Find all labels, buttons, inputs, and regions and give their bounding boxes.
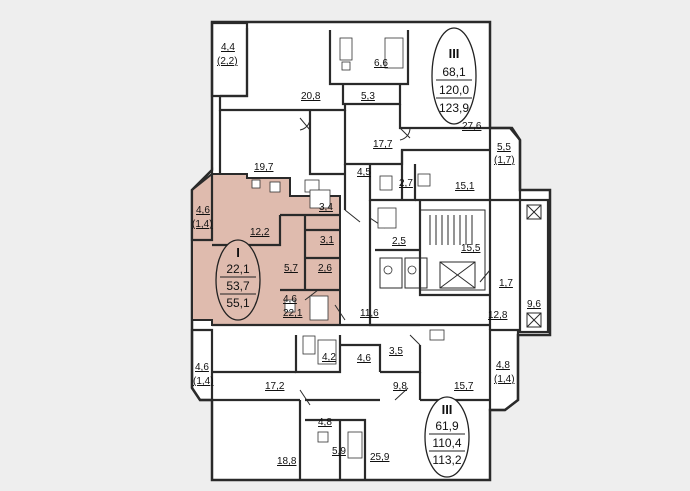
room-area-label: 5,9 <box>332 446 346 457</box>
room-area-label: 12,2 <box>250 227 270 238</box>
apartment-total-area-with-balcony: 55,1 <box>226 296 250 310</box>
room-area-label: 3,4 <box>319 202 333 213</box>
stair-and-elevator-core <box>379 204 542 328</box>
room-area-label: (1,7) <box>494 155 515 166</box>
apartment-summary-a: III 68,1 120,0 123,9 <box>431 27 477 125</box>
room-area-label: 5,7 <box>284 263 298 274</box>
room-area-label: 2,6 <box>318 263 332 274</box>
apartment-living-area: 61,9 <box>435 419 459 433</box>
room-area-label: (1,4) <box>192 219 213 230</box>
balconies <box>190 21 550 412</box>
room-area-label: 11,6 <box>360 308 379 319</box>
room-area-label: 2,5 <box>392 236 406 247</box>
room-area-label: (2,2) <box>217 56 238 67</box>
room-area-label: 15,1 <box>455 181 475 192</box>
room-area-label: 25,9 <box>370 452 390 463</box>
room-area-label: 17,7 <box>373 139 393 150</box>
apartment-total-area: 53,7 <box>226 279 250 293</box>
room-area-label: 5,3 <box>361 91 375 102</box>
apartment-total-area-with-balcony: 113,2 <box>432 453 461 467</box>
room-area-labels: 4,4 (2,2) 6,6 20,8 5,3 27,6 17,7 5,5 (1,… <box>192 42 541 467</box>
room-area-label: (1,4) <box>193 376 214 387</box>
apartment-total-area-with-balcony: 123,9 <box>439 101 469 115</box>
room-area-label: 4,6 <box>196 205 210 216</box>
apartment-total-area: 110,4 <box>432 436 461 450</box>
apartment-rooms: III <box>449 46 460 61</box>
stair-steps <box>429 215 473 245</box>
room-area-label: 4,8 <box>318 417 332 428</box>
room-area-label: 19,7 <box>254 162 274 173</box>
room-area-label: 5,5 <box>497 142 511 153</box>
bathroom-fixtures <box>251 37 445 459</box>
room-area-label: (1,4) <box>494 374 515 385</box>
interior-walls <box>212 28 492 480</box>
room-area-label: 22,1 <box>283 308 303 319</box>
room-area-label: 3,5 <box>389 346 403 357</box>
room-area-label: 1,7 <box>499 278 513 289</box>
apartment-summary-c: III 61,9 110,4 113,2 <box>424 396 470 478</box>
room-area-label: 4,4 <box>221 42 235 53</box>
room-area-label: 4,6 <box>195 362 209 373</box>
room-area-label: 20,8 <box>301 91 321 102</box>
room-area-label: 4,6 <box>283 294 297 305</box>
room-area-label: 9,8 <box>393 381 407 392</box>
room-area-label: 4,6 <box>357 353 371 364</box>
room-area-label: 4,8 <box>496 360 510 371</box>
room-area-label: 27,6 <box>462 121 482 132</box>
room-area-label: 4,5 <box>357 167 371 178</box>
room-area-label: 3,1 <box>320 235 334 246</box>
room-area-label: 2,7 <box>399 178 413 189</box>
apartment-living-area: 22,1 <box>226 262 250 276</box>
room-area-label: 4,2 <box>322 352 336 363</box>
apartment-total-area: 120,0 <box>439 83 469 97</box>
room-area-label: 6,6 <box>374 58 388 69</box>
room-area-label: 18,8 <box>277 456 297 467</box>
room-area-label: 12,8 <box>488 310 508 321</box>
apartment-rooms: I <box>236 245 240 260</box>
room-area-label: 17,2 <box>265 381 285 392</box>
apartment-summary-b: I 22,1 53,7 55,1 <box>215 239 261 321</box>
room-area-label: 9,6 <box>527 299 541 310</box>
room-area-label: 15,5 <box>461 243 481 254</box>
apartment-living-area: 68,1 <box>442 65 466 79</box>
apartment-rooms: III <box>442 402 453 417</box>
room-area-label: 15,7 <box>454 381 474 392</box>
